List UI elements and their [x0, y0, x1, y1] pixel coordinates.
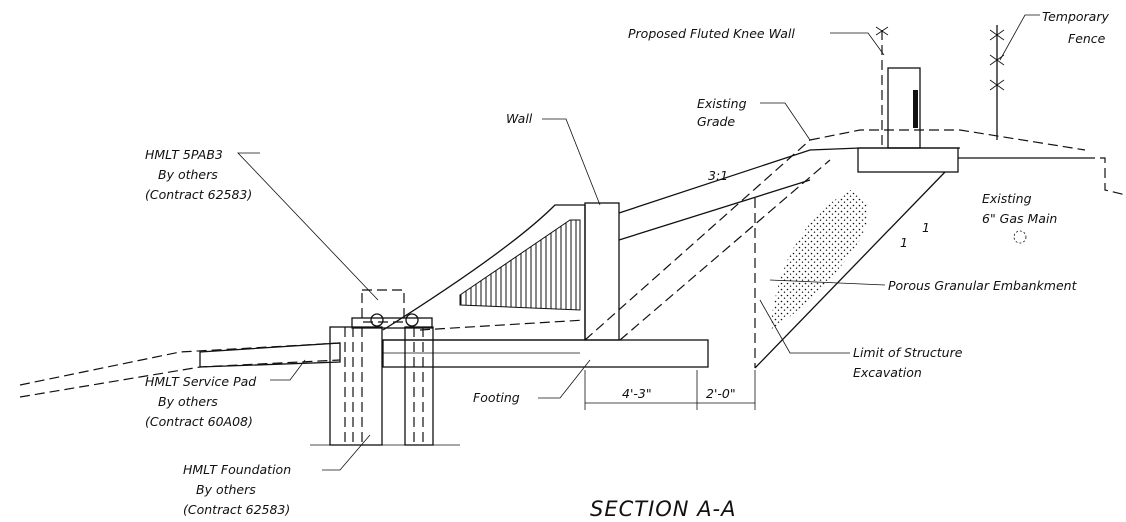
- footing: [382, 339, 709, 368]
- hmlt-foundation: [310, 326, 460, 446]
- label-slope-one-b: 1: [900, 235, 908, 250]
- label-existing-gas: Existing: [982, 191, 1032, 206]
- label-slope-one-a: 1: [922, 220, 930, 235]
- label-temporary: Temporary: [1042, 9, 1109, 24]
- service-pad: [199, 342, 341, 368]
- label-by-others-2: By others: [158, 394, 218, 409]
- label-knee-wall: Proposed Fluted Knee Wall: [628, 26, 795, 41]
- dimension-4ft-3in: 4'-3": [622, 386, 652, 401]
- label-footing: Footing: [473, 390, 520, 405]
- label-service-pad: HMLT Service Pad: [145, 374, 256, 389]
- label-contract-3: (Contract 62583): [183, 502, 290, 517]
- label-gas-main: 6" Gas Main: [982, 211, 1057, 226]
- label-existing: Existing: [697, 96, 747, 111]
- gas-main: [1013, 157, 1126, 244]
- dimension-lines: [584, 370, 756, 410]
- grade-slope: [584, 129, 1086, 341]
- label-fence: Fence: [1068, 31, 1106, 46]
- label-by-others-1: By others: [158, 167, 218, 182]
- excavation-limit: [754, 171, 946, 369]
- knee-wall-slab: [857, 30, 1085, 173]
- section-title: SECTION A-A: [590, 497, 737, 521]
- porous-embankment: [770, 190, 868, 330]
- label-hmlt-5pab3: HMLT 5PAB3: [145, 147, 223, 162]
- leader-lines: [237, 14, 1040, 471]
- label-by-others-3: By others: [196, 482, 256, 497]
- label-contract-1: (Contract 62583): [145, 187, 252, 202]
- label-contract-2: (Contract 60A08): [145, 414, 253, 429]
- label-porous: Porous Granular Embankment: [888, 278, 1078, 293]
- label-foundation: HMLT Foundation: [183, 462, 291, 477]
- label-grade: Grade: [697, 114, 735, 129]
- temporary-fence: [875, 25, 1005, 140]
- dimension-2ft-0in: 2'-0": [706, 386, 736, 401]
- label-slope: 3:1: [708, 168, 728, 183]
- hmlt-5pab3: [351, 289, 433, 329]
- wall: [382, 202, 620, 341]
- label-wall: Wall: [506, 111, 533, 126]
- label-excavation: Excavation: [853, 365, 922, 380]
- label-limit: Limit of Structure: [853, 345, 963, 360]
